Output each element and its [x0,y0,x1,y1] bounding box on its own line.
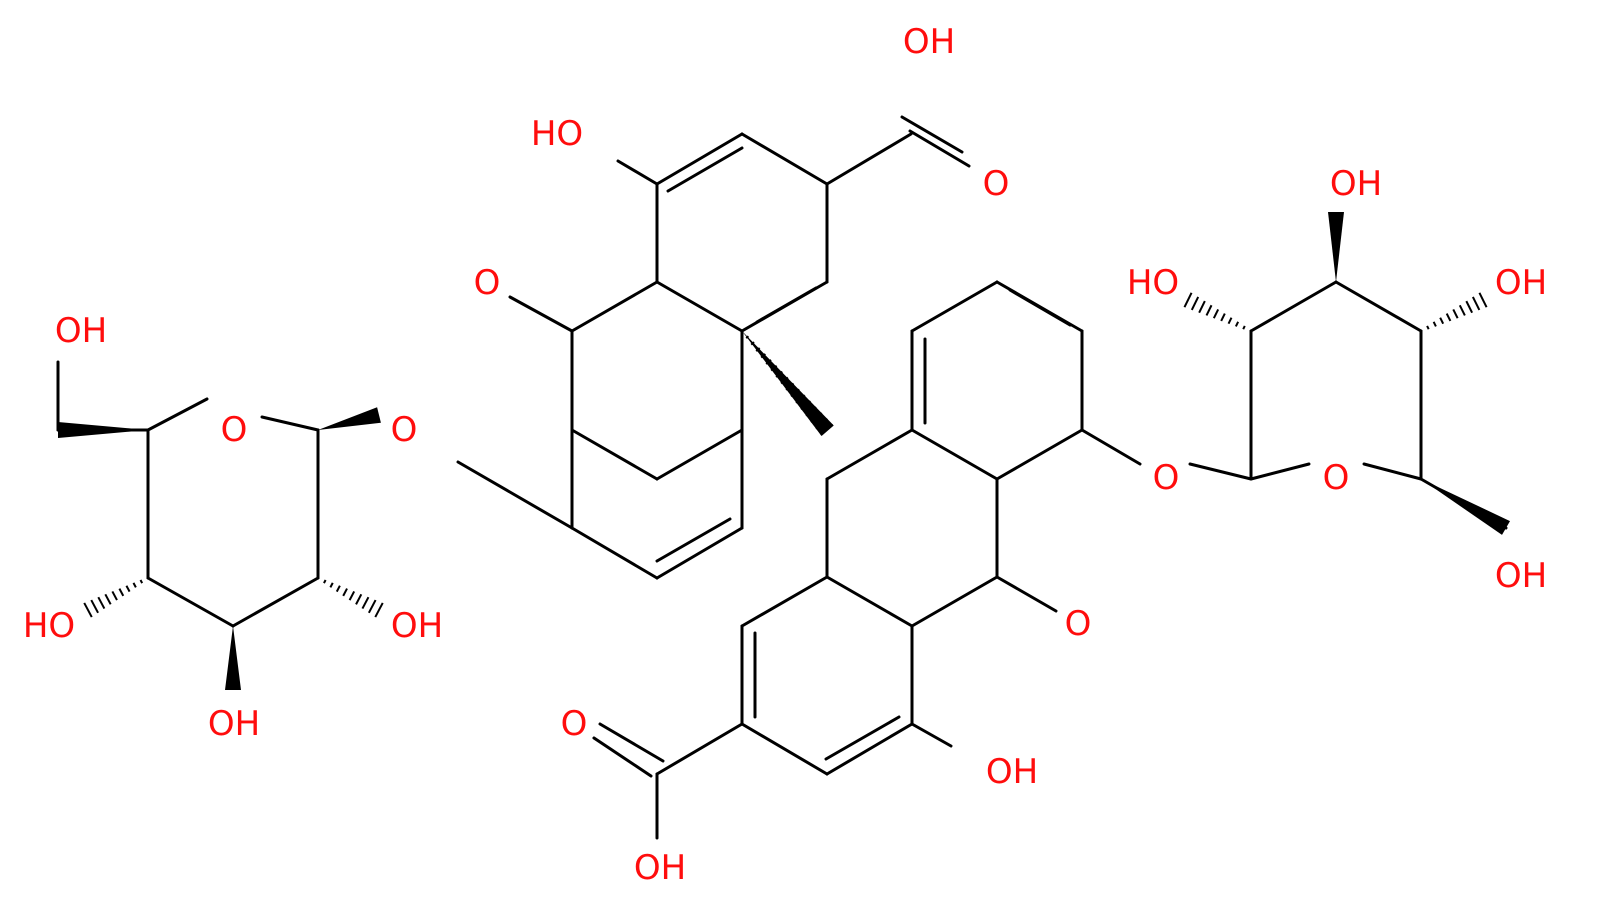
wedge-bond [318,407,381,430]
atom-label-O_k1: O [474,263,501,303]
bond [995,428,1084,481]
bond [740,132,829,186]
atom-label-OH_c2a: OH [391,606,443,646]
hashed-bond [1426,292,1488,330]
atom-label-O_ring1: O [221,410,248,450]
bond [666,146,744,193]
bond [825,722,914,776]
atom-label-background [390,410,418,450]
atom-label-background [56,311,106,351]
hashed-bond [745,335,834,436]
bond [995,575,1058,613]
atom-label-O_eth2: O [1153,458,1180,498]
bond [1249,280,1338,333]
atom-label-OH_c3b: OH [1330,164,1382,204]
atom-label-background [982,164,1010,204]
bond [825,428,914,481]
bond [900,115,964,154]
atom-label-OH_ph2: OH [986,752,1038,792]
atom-label-background [1496,263,1546,303]
atom-label-background [904,22,954,62]
wedge-bond [225,626,241,690]
atom-label-O_ac1: O [983,164,1010,204]
bond [1334,280,1423,333]
bond [260,415,320,432]
atom-label-background [220,410,248,450]
bond [740,722,829,776]
atom-label-OH_c6a: OH [55,311,107,351]
atom-label-OH_c2b: HO [1127,263,1179,303]
wedge-bond [1328,212,1344,282]
bond [146,576,235,628]
bond [740,575,829,628]
bond [908,129,971,168]
atom-label-OH_c4b: OH [1495,263,1547,303]
atom-label-O_ac2: O [561,704,588,744]
bond [825,132,913,186]
atom-label-OH_ac2: OH [634,848,686,888]
bond [655,526,744,580]
bond [1188,462,1253,481]
atom-label-background [532,114,582,154]
atom-label-OH_c6b: OH [1495,556,1547,596]
bond [598,722,665,763]
bond [655,517,732,563]
bond [910,280,999,333]
atom-label-background [1322,458,1350,498]
atom-label-background [392,606,442,646]
bond [910,722,953,748]
atom-label-OH_ac1: OH [903,22,955,62]
bond [616,159,659,186]
bond [570,526,659,580]
bond [231,576,320,628]
bond [655,280,744,333]
atom-label-background [24,606,74,646]
atom-label-background [1128,263,1178,303]
bond [456,460,574,530]
hashed-bond [83,579,144,618]
hashed-bond [1183,292,1246,330]
atom-label-background [1496,556,1546,596]
atom-label-O_k2: O [1065,604,1092,644]
bond [1080,428,1142,466]
wedge-bond [1421,479,1510,535]
bond [655,722,744,776]
bond [1249,462,1311,481]
atom-label-background [987,752,1037,792]
atom-label-background [1331,164,1381,204]
atom-label-background [1064,604,1092,644]
bond [1008,288,1072,327]
atom-label-OH_ph1: HO [531,114,583,154]
bond [824,715,901,761]
atom-label-OH_c4a: HO [23,606,75,646]
atom-label-background [473,263,501,303]
bond [755,286,818,324]
bond [508,295,574,333]
atom-label-background [209,704,259,744]
hashed-bond [323,579,384,618]
atom-label-background [1152,458,1180,498]
atom-label-OH_c3a: OH [208,704,260,744]
bond [910,575,999,628]
bond [592,736,653,778]
bond [1362,462,1423,481]
bond [146,397,209,432]
wedge-bond [742,331,834,436]
atom-label-O_ring2: O [1323,458,1350,498]
bond [655,428,744,481]
bond [825,575,914,628]
bond [655,132,744,186]
bond [570,280,659,333]
wedge-bond [58,422,148,438]
bond-layer [56,115,1510,840]
bond [570,428,659,481]
bond [910,428,999,481]
atom-label-O_eth1: O [391,410,418,450]
atom-label-background [635,848,685,888]
atom-label-background [560,704,588,744]
